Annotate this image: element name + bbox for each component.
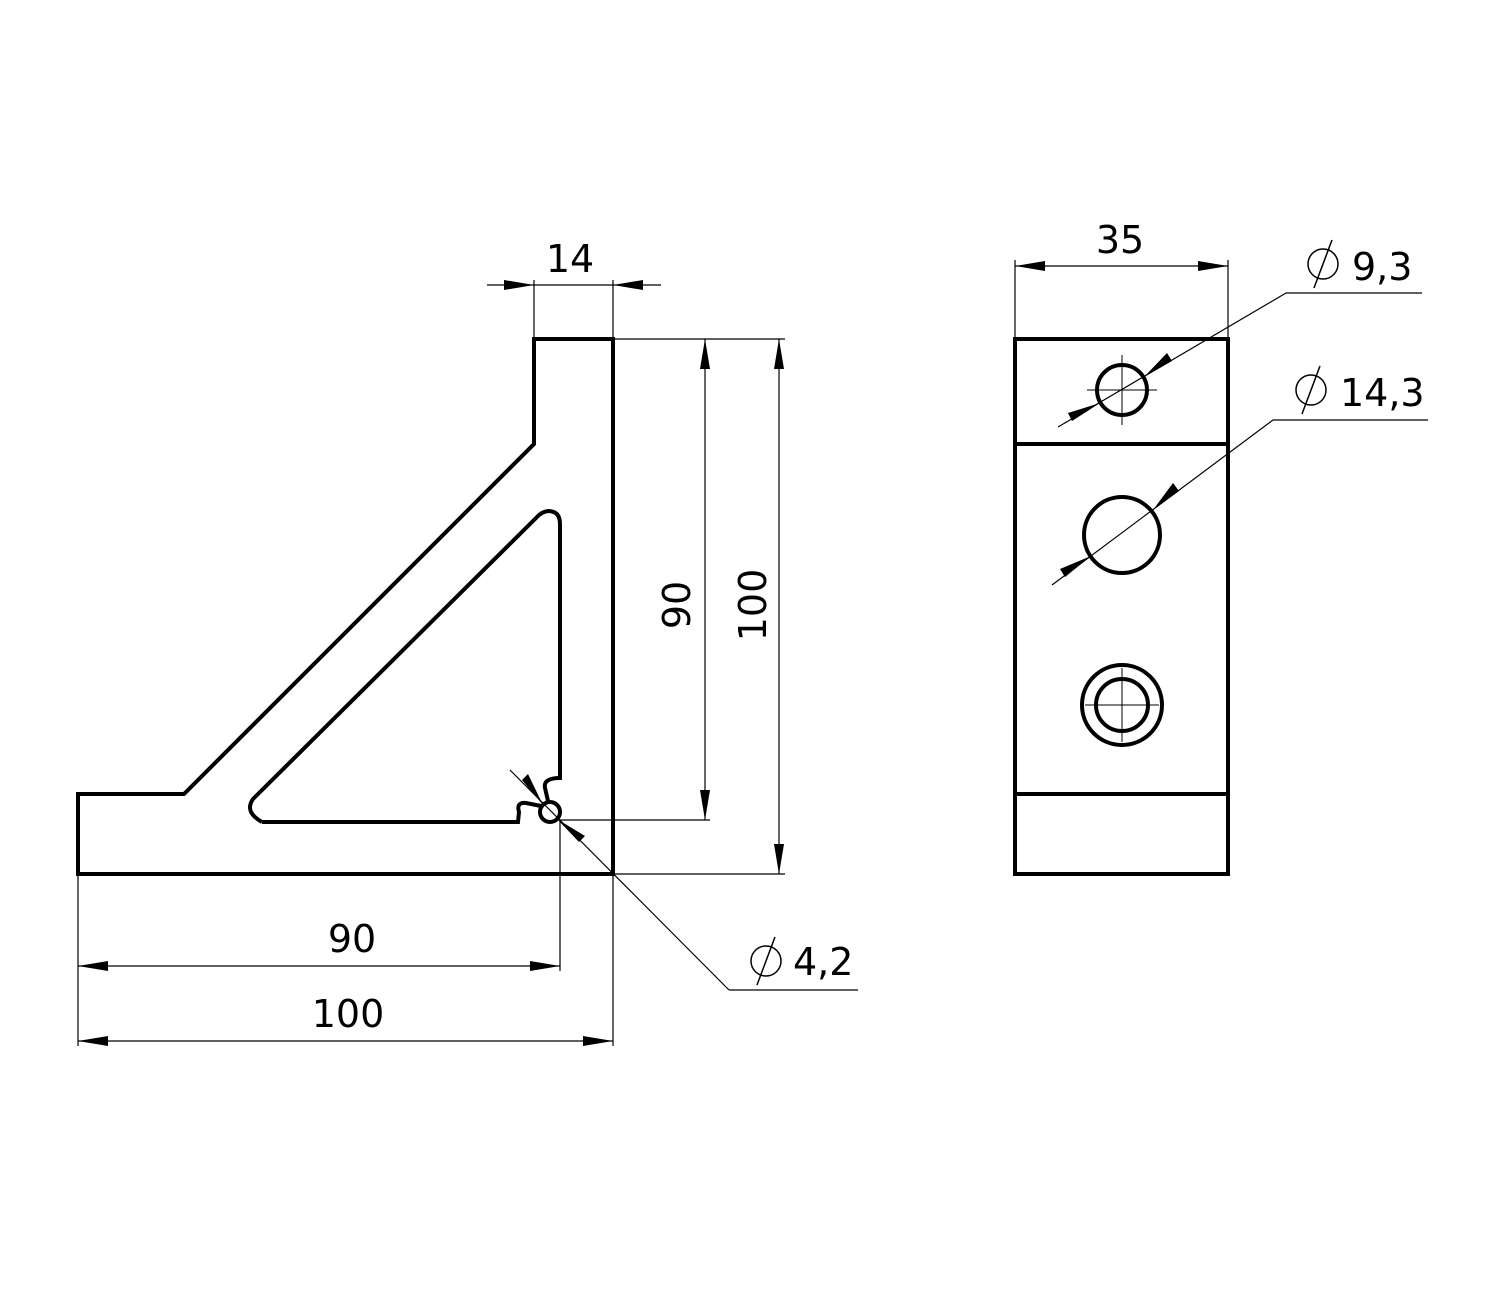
hole-small-diameter-label: 9,3 xyxy=(1352,245,1412,289)
pocket-outline xyxy=(248,508,562,824)
dim-90-horizontal: 90 xyxy=(77,820,561,1046)
front-view: 14 90 100 90 xyxy=(76,237,858,1046)
dim-hole-14-3: 14,3 xyxy=(1051,365,1428,586)
side-view: 35 9,3 14,3 xyxy=(1013,218,1428,876)
diameter-icon xyxy=(750,936,782,986)
hole-14-3 xyxy=(1082,495,1162,575)
dim-hole-9-3: 9,3 xyxy=(1057,239,1422,428)
dim-100-horizontal: 100 xyxy=(78,874,614,1046)
diameter-icon xyxy=(1295,365,1327,415)
dim-total-width-label: 100 xyxy=(312,992,385,1036)
diameter-icon xyxy=(1307,239,1339,289)
dim-hole-4-2: 4,2 xyxy=(509,769,858,991)
counterbore-hole xyxy=(1080,663,1164,747)
dim-90-vertical: 90 xyxy=(560,338,785,821)
dim-100-vertical: 100 xyxy=(613,339,785,875)
dim-width-label: 35 xyxy=(1096,218,1144,262)
dim-14: 14 xyxy=(487,237,661,339)
dim-total-height-label: 100 xyxy=(731,569,775,642)
dim-thickness-label: 14 xyxy=(546,237,594,281)
dim-inner-height-label: 90 xyxy=(655,581,699,629)
dim-inner-width-label: 90 xyxy=(328,917,376,961)
bracket-outline xyxy=(76,337,615,876)
hole-diameter-label: 4,2 xyxy=(793,940,853,984)
small-hole xyxy=(538,800,562,824)
side-outline xyxy=(1013,337,1230,876)
hole-large-diameter-label: 14,3 xyxy=(1340,371,1425,415)
dim-35: 35 xyxy=(1014,218,1229,339)
